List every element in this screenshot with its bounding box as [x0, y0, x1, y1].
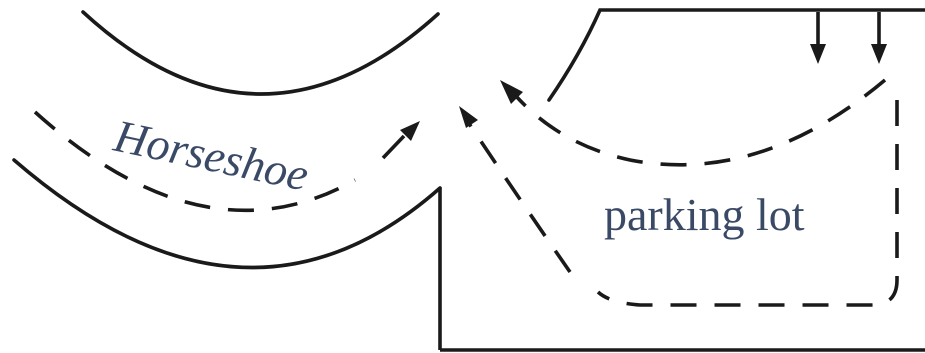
parking-exit-upper-dashed [513, 78, 887, 167]
parking-exit-upper-arrow-head [500, 80, 523, 104]
entry-arrow-1-head [810, 44, 826, 64]
parking-top-edge [547, 8, 925, 102]
parking-exit-lower-dashed [468, 124, 572, 274]
horseshoe-outer-edge [81, 10, 440, 96]
horseshoe-lane-dashed [33, 110, 356, 213]
entry-arrow-2-head [871, 44, 887, 64]
parking-lot-label: parking lot [604, 189, 805, 240]
parking-right-dashed [596, 100, 899, 307]
horseshoe-arrow-head [400, 121, 420, 141]
parking-exit-lower-arrow-head [459, 106, 478, 128]
horseshoe-label: Horseshoe [109, 110, 313, 201]
horseshoe-lane-end [381, 134, 406, 160]
horseshoe-inner-edge [12, 158, 442, 270]
